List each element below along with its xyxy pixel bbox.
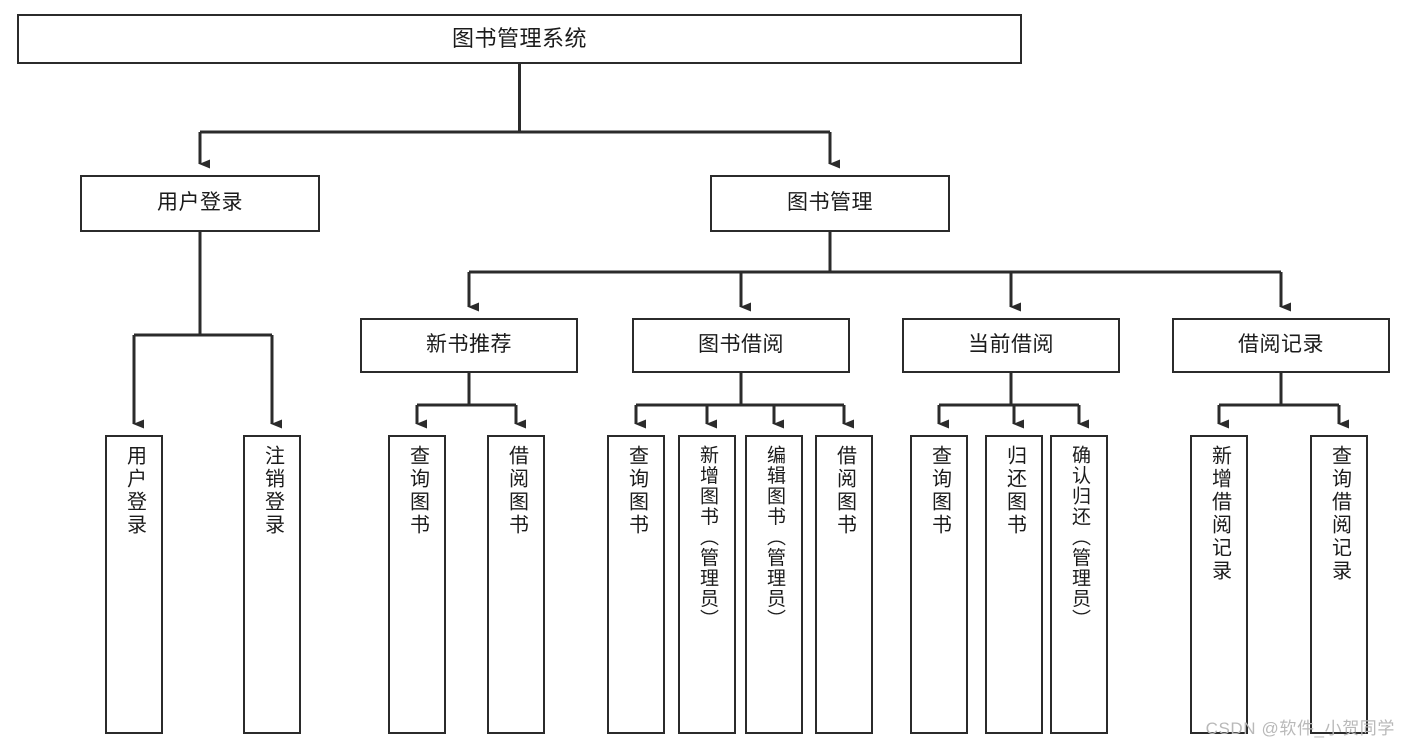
node-leaf-query-book-borrow-label: 查询图书 bbox=[625, 445, 648, 537]
node-leaf-edit-book-admin-label: 编辑图书（管理员） bbox=[763, 445, 785, 630]
node-leaf-add-book-admin-label: 新增图书（管理员） bbox=[696, 445, 718, 630]
node-current-borrow[interactable]: 当前借阅 bbox=[902, 318, 1120, 373]
node-borrow-record[interactable]: 借阅记录 bbox=[1172, 318, 1390, 373]
node-leaf-user-login[interactable]: 用户登录 bbox=[105, 435, 163, 734]
node-leaf-return-book-label: 归还图书 bbox=[1003, 445, 1026, 537]
node-leaf-edit-book-admin[interactable]: 编辑图书（管理员） bbox=[745, 435, 803, 734]
node-leaf-logout-label: 注销登录 bbox=[261, 445, 284, 537]
csdn-watermark: CSDN @软件_小贺同学 bbox=[1205, 719, 1395, 738]
node-leaf-borrow-book-recommend[interactable]: 借阅图书 bbox=[487, 435, 545, 734]
node-leaf-confirm-return-admin[interactable]: 确认归还（管理员） bbox=[1050, 435, 1108, 734]
node-leaf-query-borrow-record[interactable]: 查询借阅记录 bbox=[1310, 435, 1368, 734]
node-leaf-borrow-book[interactable]: 借阅图书 bbox=[815, 435, 873, 734]
node-leaf-query-borrow-record-label: 查询借阅记录 bbox=[1328, 445, 1351, 583]
node-book-borrow[interactable]: 图书借阅 bbox=[632, 318, 850, 373]
node-leaf-add-book-admin[interactable]: 新增图书（管理员） bbox=[678, 435, 736, 734]
node-leaf-query-book-current[interactable]: 查询图书 bbox=[910, 435, 968, 734]
node-leaf-confirm-return-admin-label: 确认归还（管理员） bbox=[1068, 445, 1090, 630]
node-root-system[interactable]: 图书管理系统 bbox=[17, 14, 1022, 64]
node-new-book-recommend-label: 新书推荐 bbox=[426, 333, 512, 357]
node-leaf-return-book[interactable]: 归还图书 bbox=[985, 435, 1043, 734]
node-leaf-add-borrow-record-label: 新增借阅记录 bbox=[1208, 445, 1231, 583]
node-new-book-recommend[interactable]: 新书推荐 bbox=[360, 318, 578, 373]
node-root-system-label: 图书管理系统 bbox=[451, 26, 587, 52]
node-leaf-query-book-current-label: 查询图书 bbox=[928, 445, 951, 537]
node-leaf-user-login-label: 用户登录 bbox=[123, 445, 146, 537]
node-leaf-query-book-recommend-label: 查询图书 bbox=[406, 445, 429, 537]
node-borrow-record-label: 借阅记录 bbox=[1238, 333, 1324, 357]
node-leaf-query-book-recommend[interactable]: 查询图书 bbox=[388, 435, 446, 734]
node-leaf-logout[interactable]: 注销登录 bbox=[243, 435, 301, 734]
node-current-borrow-label: 当前借阅 bbox=[968, 333, 1054, 357]
node-leaf-add-borrow-record[interactable]: 新增借阅记录 bbox=[1190, 435, 1248, 734]
node-user-login[interactable]: 用户登录 bbox=[80, 175, 320, 232]
node-book-management[interactable]: 图书管理 bbox=[710, 175, 950, 232]
node-leaf-query-book-borrow[interactable]: 查询图书 bbox=[607, 435, 665, 734]
node-leaf-borrow-book-recommend-label: 借阅图书 bbox=[505, 445, 528, 537]
node-book-borrow-label: 图书借阅 bbox=[698, 333, 784, 357]
node-user-login-label: 用户登录 bbox=[157, 191, 243, 215]
node-leaf-borrow-book-label: 借阅图书 bbox=[833, 445, 856, 537]
node-book-management-label: 图书管理 bbox=[787, 191, 873, 215]
